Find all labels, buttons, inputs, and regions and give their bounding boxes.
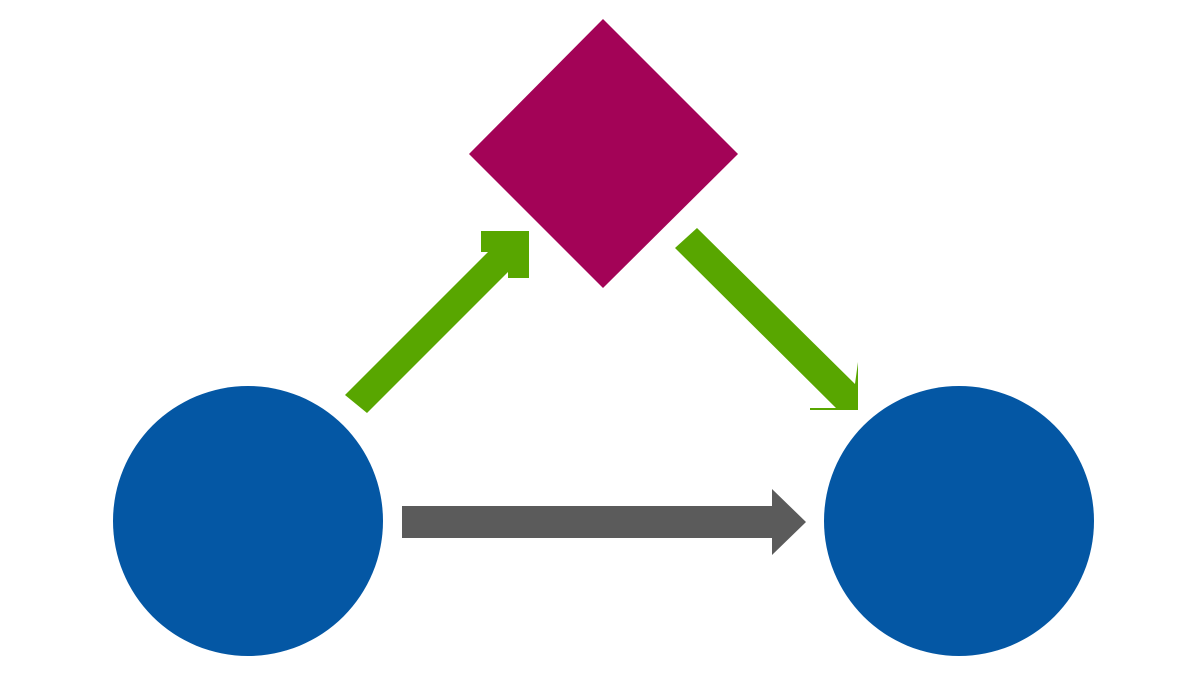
arrow-left-to-right xyxy=(402,489,806,555)
arrow-diamond-to-right xyxy=(675,228,858,410)
arrow-left-to-diamond xyxy=(345,231,529,413)
top-diamond-node xyxy=(469,19,738,288)
right-circle-node xyxy=(824,386,1094,656)
left-circle-node xyxy=(113,386,383,656)
